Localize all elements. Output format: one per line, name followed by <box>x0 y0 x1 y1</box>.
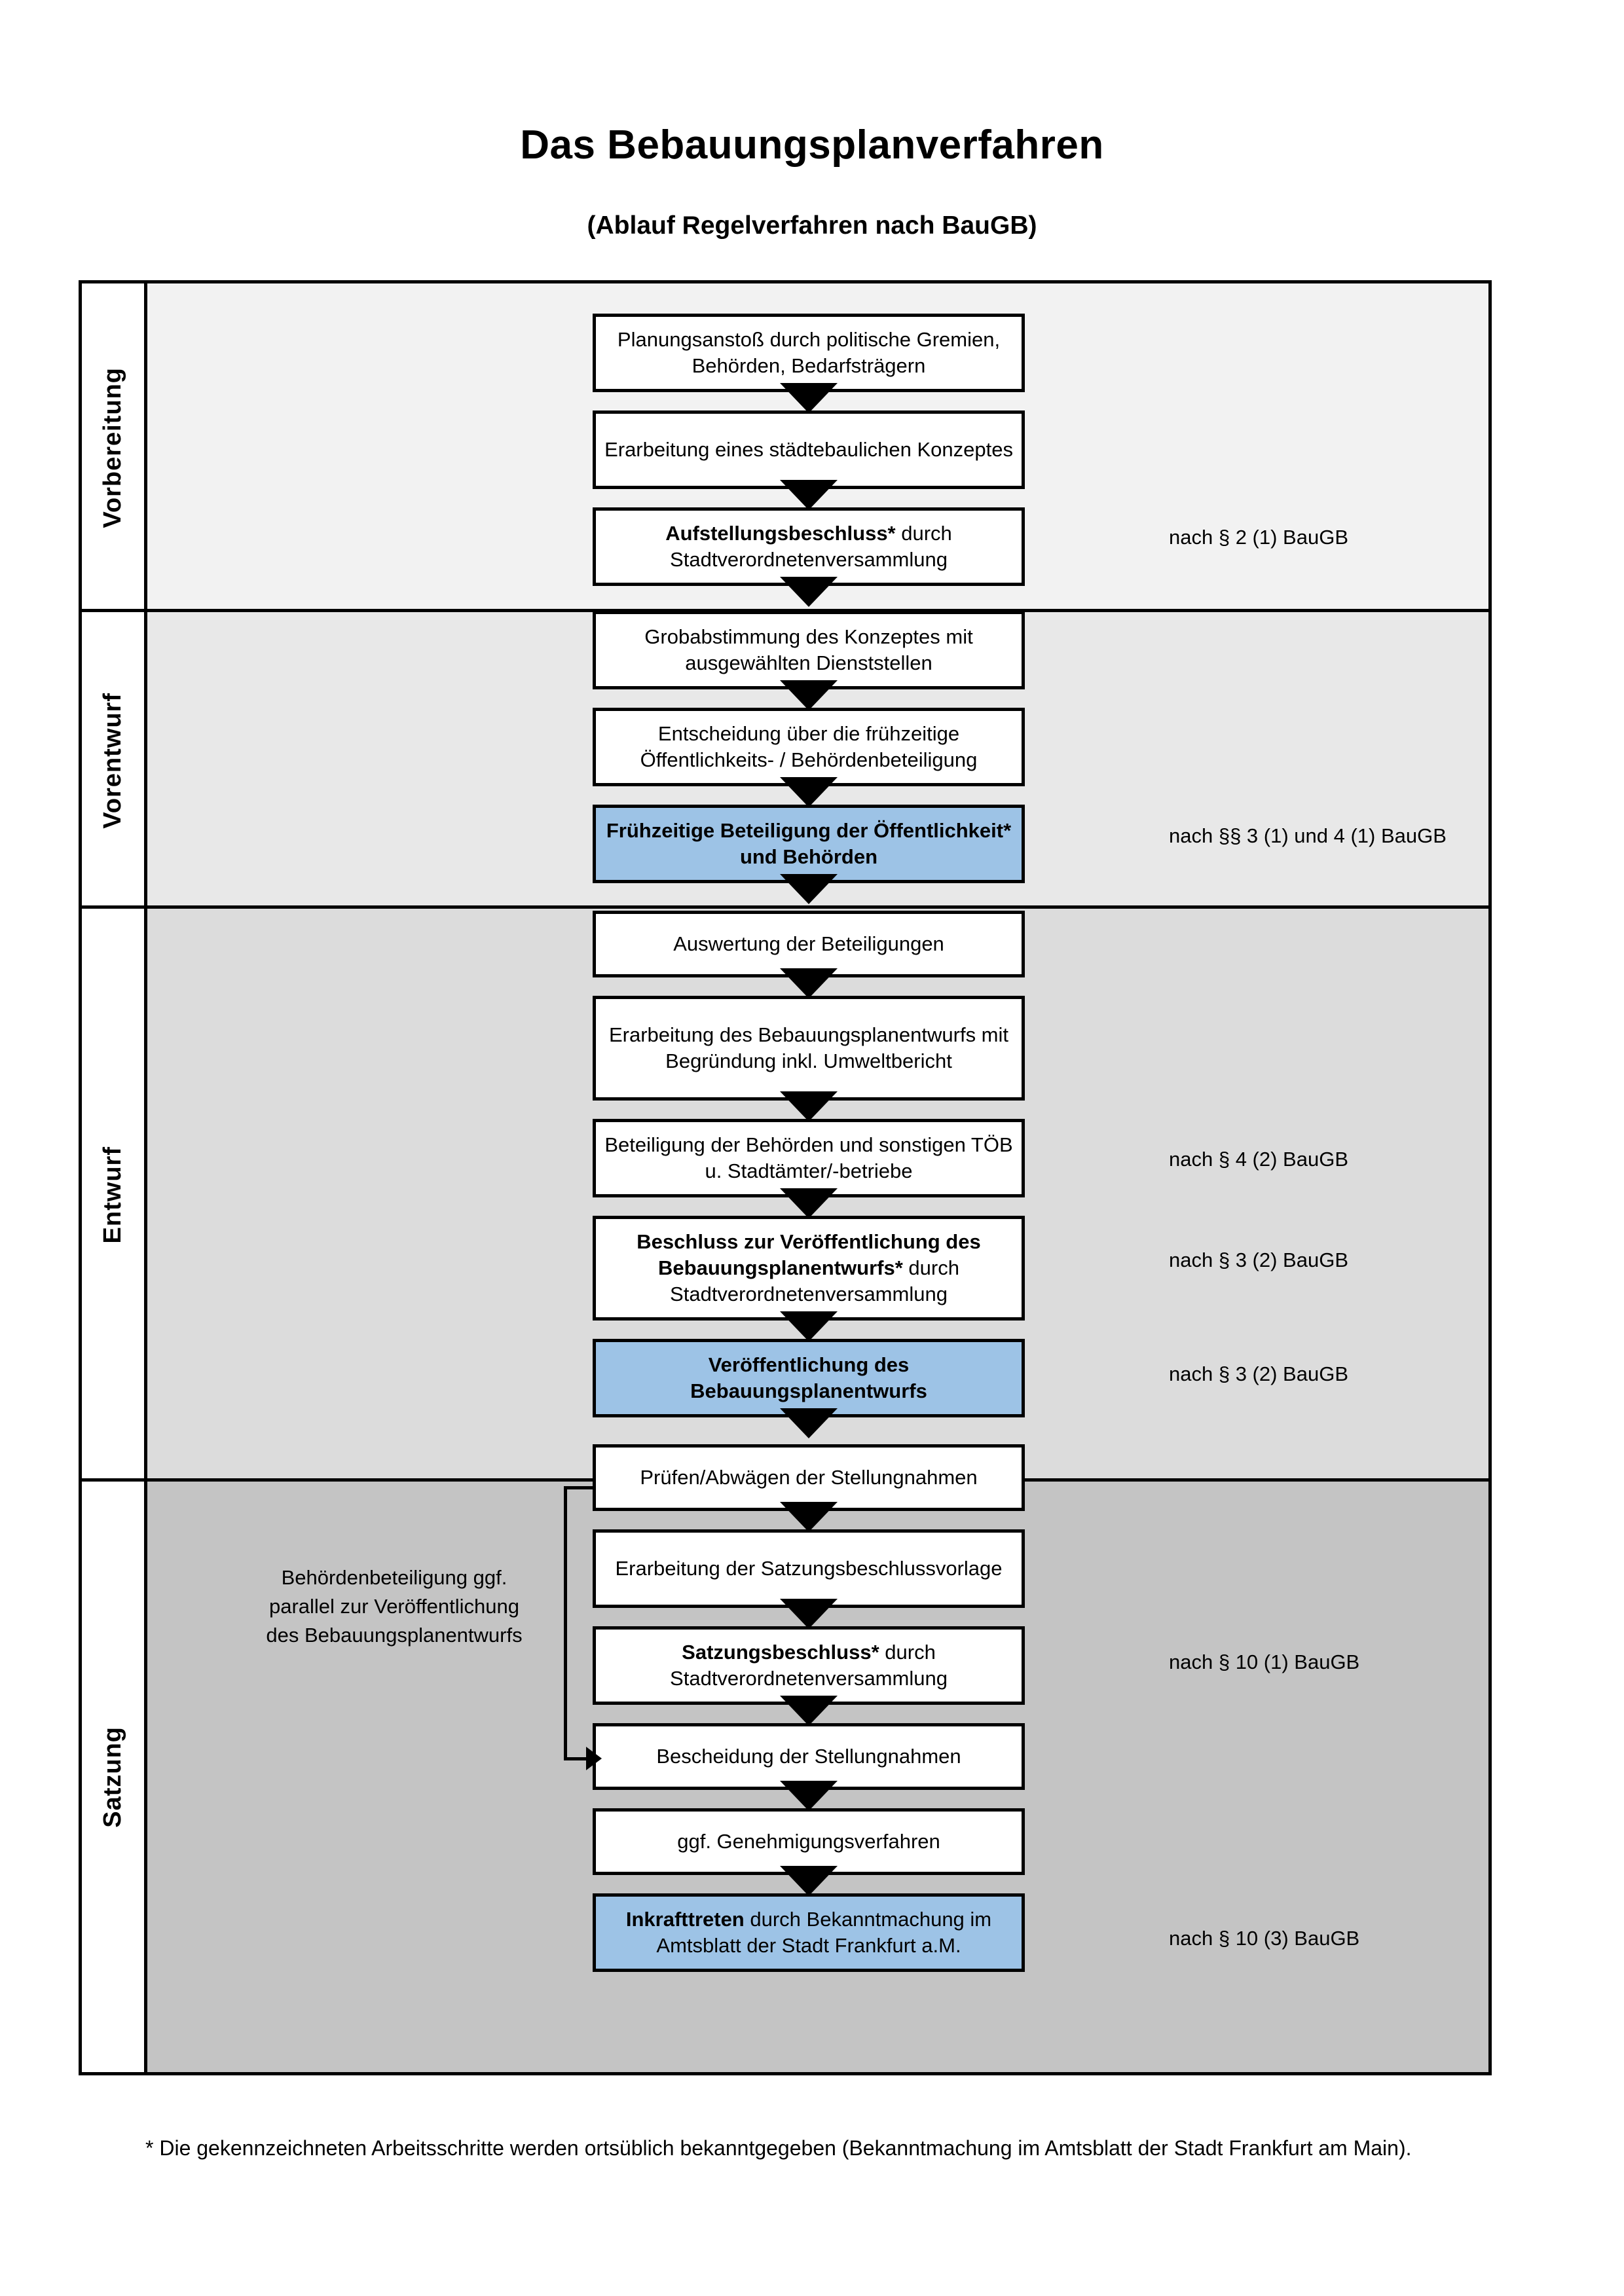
flow-node-beteiligung-behoerden[interactable]: Beteiligung der Behörden und sonstigen T… <box>593 1119 1025 1197</box>
phase-label-vorentwurf: Vorentwurf <box>82 612 147 909</box>
legal-note-par3-1-4-1: nach §§ 3 (1) und 4 (1) BauGB <box>1169 824 1447 847</box>
flow-node-grobabstimmung[interactable]: Grobabstimmung des Konzeptes mit ausgewä… <box>593 611 1025 689</box>
arrow-down-icon-15 <box>780 1781 838 1811</box>
node-text: Bescheidung der Stellungnahmen <box>656 1745 961 1768</box>
node-text: Grobabstimmung des Konzeptes mit ausgewä… <box>644 625 973 674</box>
arrow-down-icon-9 <box>780 1188 838 1218</box>
arrow-down-icon-1 <box>780 383 838 413</box>
node-text: ggf. Genehmigungsverfahren <box>677 1830 940 1853</box>
arrow-down-icon-13 <box>780 1599 838 1629</box>
arrow-down-icon-10 <box>780 1311 838 1341</box>
node-text: Planungsanstoß durch politische Gremien,… <box>617 328 1001 377</box>
flow-node-auswertung-beteiligungen[interactable]: Auswertung der Beteiligungen <box>593 911 1025 977</box>
flow-node-veroeffentlichung[interactable]: Veröffentlichung des Bebauungsplanentwur… <box>593 1339 1025 1417</box>
arrow-down-icon-2 <box>780 480 838 510</box>
flow-node-erarbeitung-entwurf[interactable]: Erarbeitung des Bebauungsplanentwurfs mi… <box>593 996 1025 1101</box>
flowchart-frame: Vorbereitung Vorentwurf Entwurf Satzung … <box>79 280 1492 2075</box>
phase-divider-1 <box>82 609 1488 612</box>
phase-divider-2 <box>82 905 1488 909</box>
arrow-down-icon-14 <box>780 1696 838 1726</box>
arrow-down-icon-16 <box>780 1866 838 1896</box>
footnote-text: * Die gekennzeichneten Arbeitsschritte w… <box>145 2136 1412 2160</box>
arrow-down-icon-12 <box>780 1502 838 1532</box>
node-text: Inkrafttreten durch Bekanntmachung im Am… <box>602 1906 1015 1958</box>
page-title: Das Bebauungsplanverfahren <box>520 122 1104 168</box>
node-text: Satzungsbeschluss* durch Stadtverordnete… <box>602 1639 1015 1691</box>
flow-node-beschluss-veroeffentlichung[interactable]: Beschluss zur Veröffentlichung des Bebau… <box>593 1216 1025 1321</box>
legal-note-par3-2-b: nach § 3 (2) BauGB <box>1169 1362 1348 1385</box>
node-text-bold: Aufstellungsbeschluss* <box>665 522 896 545</box>
node-text-rest: durch Stadtverordnetenversammlung <box>670 522 952 571</box>
arrow-down-icon-11 <box>780 1408 838 1438</box>
arrow-down-icon-4 <box>780 680 838 710</box>
node-text: Auswertung der Beteiligungen <box>673 932 944 956</box>
phase-label-satzung: Satzung <box>82 1482 147 2072</box>
node-text: Erarbeitung des Bebauungsplanentwurfs mi… <box>608 1023 1009 1072</box>
node-text-rest: durch Bekanntmachung im Amtsblatt der St… <box>656 1908 992 1957</box>
bracket-arrowhead-icon <box>586 1747 602 1770</box>
node-text-bold: Beschluss zur Veröffentlichung des Bebau… <box>637 1230 981 1280</box>
node-text: Beschluss zur Veröffentlichung des Bebau… <box>602 1229 1015 1307</box>
node-text-rest: durch Stadtverordnetenversammlung <box>670 1641 948 1690</box>
arrow-down-icon-7 <box>780 968 838 998</box>
arrow-down-icon-5 <box>780 777 838 807</box>
node-text: Prüfen/Abwägen der Stellungnahmen <box>640 1466 978 1489</box>
arrow-down-icon-3 <box>780 577 838 607</box>
flow-node-planungsanstoss[interactable]: Planungsanstoß durch politische Gremien,… <box>593 314 1025 392</box>
node-text-bold: Inkrafttreten <box>625 1908 745 1931</box>
node-text-bold: Frühzeitige Beteiligung der Öffentlichke… <box>606 819 1012 868</box>
side-note-parallel-behoerdenbeteiligung: Behördenbeteiligung ggf. parallel zur Ve… <box>266 1566 523 1647</box>
phase-label-vorbereitung: Vorbereitung <box>82 283 147 612</box>
node-text: Erarbeitung eines städtebaulichen Konzep… <box>604 438 1013 462</box>
flow-node-bescheidung[interactable]: Bescheidung der Stellungnahmen <box>593 1723 1025 1790</box>
flow-node-aufstellungsbeschluss[interactable]: Aufstellungsbeschluss* durch Stadtverord… <box>593 507 1025 586</box>
page-subtitle: (Ablauf Regelverfahren nach BauGB) <box>587 211 1037 240</box>
flow-node-satzungsbeschlussvorlage[interactable]: Erarbeitung der Satzungsbeschlussvorlage <box>593 1529 1025 1608</box>
flow-node-satzungsbeschluss[interactable]: Satzungsbeschluss* durch Stadtverordnete… <box>593 1626 1025 1705</box>
legal-note-par2-1: nach § 2 (1) BauGB <box>1169 526 1348 549</box>
bracket-bottom-segment <box>564 1757 589 1760</box>
flow-node-fruehzeitige-beteiligung[interactable]: Frühzeitige Beteiligung der Öffentlichke… <box>593 805 1025 883</box>
node-text: Aufstellungsbeschluss* durch Stadtverord… <box>602 520 1015 572</box>
flow-node-staedtebauliches-konzept[interactable]: Erarbeitung eines städtebaulichen Konzep… <box>593 410 1025 489</box>
bracket-vertical-segment <box>564 1486 567 1760</box>
flow-node-entscheidung-fruehzeitige[interactable]: Entscheidung über die frühzeitige Öffent… <box>593 708 1025 786</box>
arrow-down-icon-6 <box>780 874 838 904</box>
phase-label-text: Vorbereitung <box>99 367 126 528</box>
node-text-bold: Satzungsbeschluss* <box>682 1641 879 1664</box>
legal-note-par10-1: nach § 10 (1) BauGB <box>1169 1650 1360 1673</box>
node-text: Entscheidung über die frühzeitige Öffent… <box>640 722 978 771</box>
node-text: Beteiligung der Behörden und sonstigen T… <box>604 1133 1013 1182</box>
flow-node-inkrafttreten[interactable]: Inkrafttreten durch Bekanntmachung im Am… <box>593 1893 1025 1972</box>
legal-note-par4-2: nach § 4 (2) BauGB <box>1169 1148 1348 1171</box>
flow-node-pruefen-abwaegen[interactable]: Prüfen/Abwägen der Stellungnahmen <box>593 1444 1025 1511</box>
phase-label-text: Entwurf <box>99 1146 126 1244</box>
node-text: Erarbeitung der Satzungsbeschlussvorlage <box>615 1557 1003 1580</box>
node-text-bold: Veröffentlichung des Bebauungsplanentwur… <box>690 1353 927 1402</box>
node-text-rest: durch Stadtverordnetenversammlung <box>670 1256 959 1305</box>
arrow-down-icon-8 <box>780 1091 838 1121</box>
flow-node-genehmigungsverfahren[interactable]: ggf. Genehmigungsverfahren <box>593 1808 1025 1875</box>
legal-note-par10-3: nach § 10 (3) BauGB <box>1169 1927 1360 1950</box>
phase-label-text: Satzung <box>99 1726 126 1828</box>
phase-label-text: Vorentwurf <box>99 692 126 829</box>
phase-label-entwurf: Entwurf <box>82 909 147 1482</box>
bracket-top-segment <box>564 1486 597 1489</box>
legal-note-par3-2-a: nach § 3 (2) BauGB <box>1169 1248 1348 1271</box>
